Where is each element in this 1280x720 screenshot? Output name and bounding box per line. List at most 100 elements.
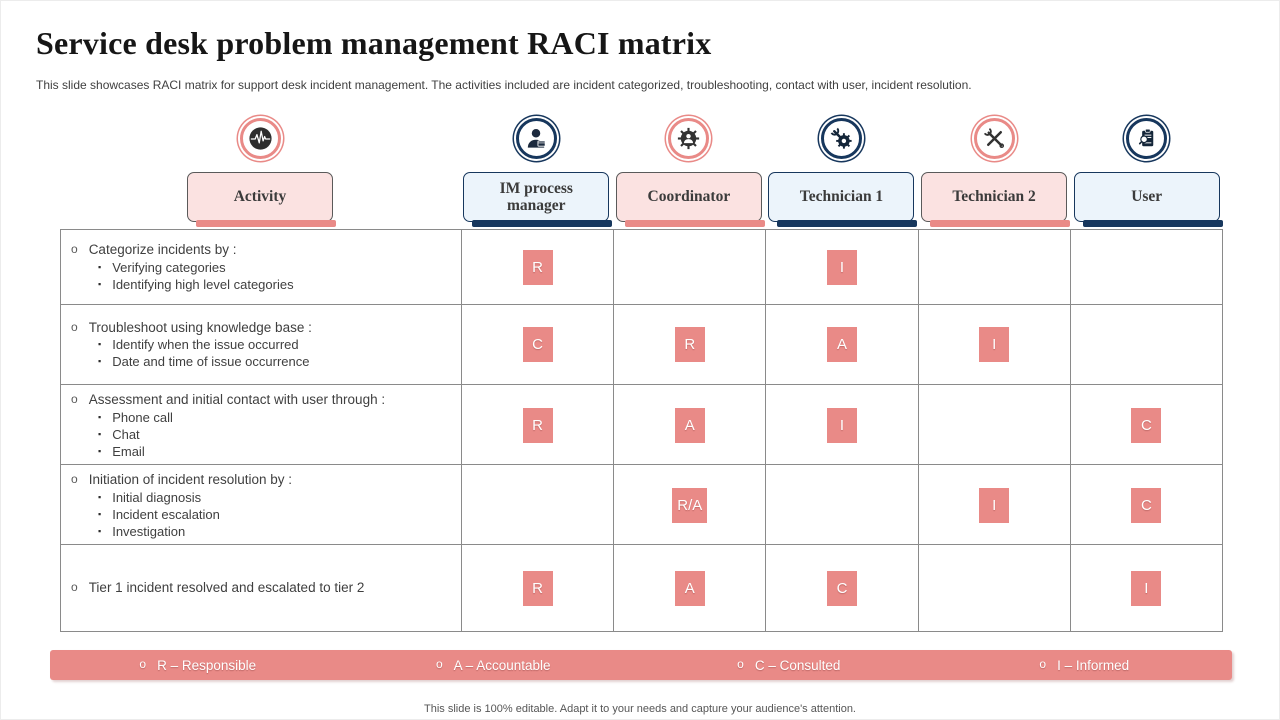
raci-cell bbox=[917, 545, 1070, 631]
raci-cell bbox=[1069, 305, 1222, 384]
editable-note: This slide is 100% editable. Adapt it to… bbox=[424, 703, 856, 715]
raci-cell: C bbox=[461, 305, 613, 384]
bullet-marker: o bbox=[737, 657, 744, 672]
raci-badge: I bbox=[979, 488, 1010, 523]
raci-badge: I bbox=[826, 249, 857, 285]
sub-bullet-marker: ▪ bbox=[98, 445, 102, 456]
header-box-technician-1: Technician 1 bbox=[768, 172, 918, 227]
raci-badge: A bbox=[674, 408, 705, 443]
bullet-marker: o bbox=[1039, 657, 1047, 672]
table-row: o Assessment and initial contact with us… bbox=[61, 384, 1222, 467]
activity-subitem: Initial diagnosis bbox=[112, 489, 202, 505]
raci-cell bbox=[917, 230, 1070, 304]
activity-cell: o Initiation of incident resolution by :… bbox=[61, 465, 461, 546]
raci-cell bbox=[765, 465, 917, 547]
column-header-user: User bbox=[1070, 113, 1223, 227]
activity-subitem: Email bbox=[112, 443, 145, 459]
raci-badge: C bbox=[826, 570, 857, 606]
raci-cell bbox=[1069, 230, 1222, 304]
raci-badge: C bbox=[1131, 408, 1162, 443]
raci-cell: I bbox=[917, 465, 1070, 547]
sub-bullet-marker: ▪ bbox=[98, 508, 102, 519]
raci-badge: I bbox=[826, 408, 857, 443]
activity-subitem: Investigation bbox=[112, 523, 186, 539]
raci-badge: C bbox=[522, 327, 553, 362]
column-header-im-process-manager: IM process manager bbox=[460, 113, 613, 227]
table-row: o Categorize incidents by : ▪Verifying c… bbox=[61, 230, 1222, 304]
sub-bullet-marker: ▪ bbox=[98, 491, 102, 502]
raci-badge: A bbox=[674, 570, 705, 606]
legend-item-informed: o I – Informed bbox=[937, 650, 1233, 680]
slide-description: This slide showcases RACI matrix for sup… bbox=[36, 78, 972, 92]
column-label: User bbox=[1131, 188, 1163, 206]
activity-text: Tier 1 incident resolved and escalated t… bbox=[88, 580, 365, 596]
bullet-marker: o bbox=[71, 472, 78, 486]
raci-badge: R/A bbox=[672, 488, 708, 523]
column-header-activity: Activity bbox=[60, 113, 460, 227]
raci-badge: I bbox=[979, 327, 1010, 362]
bullet-marker: o bbox=[71, 242, 78, 257]
activity-cell: o Assessment and initial contact with us… bbox=[61, 385, 461, 466]
raci-badge: R bbox=[522, 570, 553, 606]
manager-person-icon bbox=[515, 118, 557, 159]
activity-cell: o Categorize incidents by : ▪Verifying c… bbox=[61, 230, 461, 304]
sub-bullet-marker: ▪ bbox=[98, 339, 102, 350]
legend-item-accountable: o A – Accountable bbox=[346, 650, 642, 680]
column-label: Technician 2 bbox=[952, 188, 1036, 206]
raci-badge: R bbox=[522, 249, 553, 285]
activity-subitem: Date and time of issue occurrence bbox=[112, 354, 310, 370]
legend-label: I – Informed bbox=[1057, 657, 1130, 673]
activity-text: Assessment and initial contact with user… bbox=[88, 392, 386, 407]
raci-cell: R bbox=[461, 385, 613, 467]
legend-label: A – Accountable bbox=[453, 657, 551, 673]
raci-cell bbox=[917, 385, 1070, 467]
raci-badge: I bbox=[1131, 570, 1162, 606]
header-box-im-process-manager: IM process manager bbox=[463, 172, 613, 227]
column-label: IM process manager bbox=[499, 179, 573, 214]
column-label: Technician 1 bbox=[799, 188, 884, 206]
header-box-user: User bbox=[1073, 172, 1223, 227]
bullet-marker: o bbox=[139, 657, 147, 672]
raci-cell: A bbox=[613, 545, 765, 631]
sub-bullet-marker: ▪ bbox=[98, 261, 102, 272]
raci-cell: C bbox=[765, 545, 917, 631]
raci-cell: I bbox=[765, 230, 917, 304]
column-header-technician-1: Technician 1 bbox=[765, 113, 918, 227]
table-row: o Troubleshoot using knowledge base : ▪ I… bbox=[61, 304, 1222, 384]
raci-badge: A bbox=[826, 327, 857, 362]
raci-cell bbox=[461, 465, 613, 547]
legend-label: C – Consulted bbox=[754, 657, 841, 673]
raci-badge: C bbox=[1131, 488, 1162, 523]
legend-item-responsible: o R – Responsible bbox=[50, 650, 346, 680]
sub-bullet-marker: ▪ bbox=[98, 278, 102, 289]
activity-cell: o Troubleshoot using knowledge base : ▪I… bbox=[61, 305, 461, 384]
raci-matrix: Activity IM process manager bbox=[60, 113, 1223, 632]
column-label: Coordinator bbox=[647, 188, 731, 206]
raci-cell: R bbox=[613, 305, 765, 384]
raci-cell: R bbox=[461, 230, 613, 304]
header-box-coordinator: Coordinator bbox=[615, 172, 765, 227]
raci-badge: R bbox=[522, 408, 553, 443]
page-title: Service desk problem management RACI mat… bbox=[36, 25, 712, 61]
raci-cell: I bbox=[1069, 545, 1222, 631]
table-row: o Initiation of incident resolution by :… bbox=[61, 464, 1222, 547]
raci-cell: R bbox=[461, 545, 613, 631]
crossed-tools-icon bbox=[973, 118, 1015, 159]
clipboard-magnifier-icon bbox=[1126, 118, 1168, 159]
raci-cell: R/A bbox=[613, 465, 765, 547]
raci-cell bbox=[613, 230, 765, 304]
activity-cell: o Tier 1 incident resolved and escalated… bbox=[61, 545, 461, 631]
header-box-activity: Activity bbox=[187, 172, 336, 227]
sub-bullet-marker: ▪ bbox=[98, 428, 102, 439]
activity-text: Initiation of incident resolution by : bbox=[88, 472, 293, 487]
sub-bullet-marker: ▪ bbox=[98, 411, 102, 422]
raci-cell: A bbox=[765, 305, 917, 384]
activity-text: Troubleshoot using knowledge base : bbox=[88, 319, 312, 335]
raci-legend-bar: o R – Responsible o A – Accountable o C … bbox=[50, 650, 1232, 680]
activity-subitem: Chat bbox=[112, 426, 140, 442]
column-header-row: Activity IM process manager bbox=[60, 113, 1223, 227]
raci-cell: I bbox=[917, 305, 1070, 384]
bullet-marker: o bbox=[71, 319, 78, 334]
legend-label: R – Responsible bbox=[157, 657, 257, 673]
